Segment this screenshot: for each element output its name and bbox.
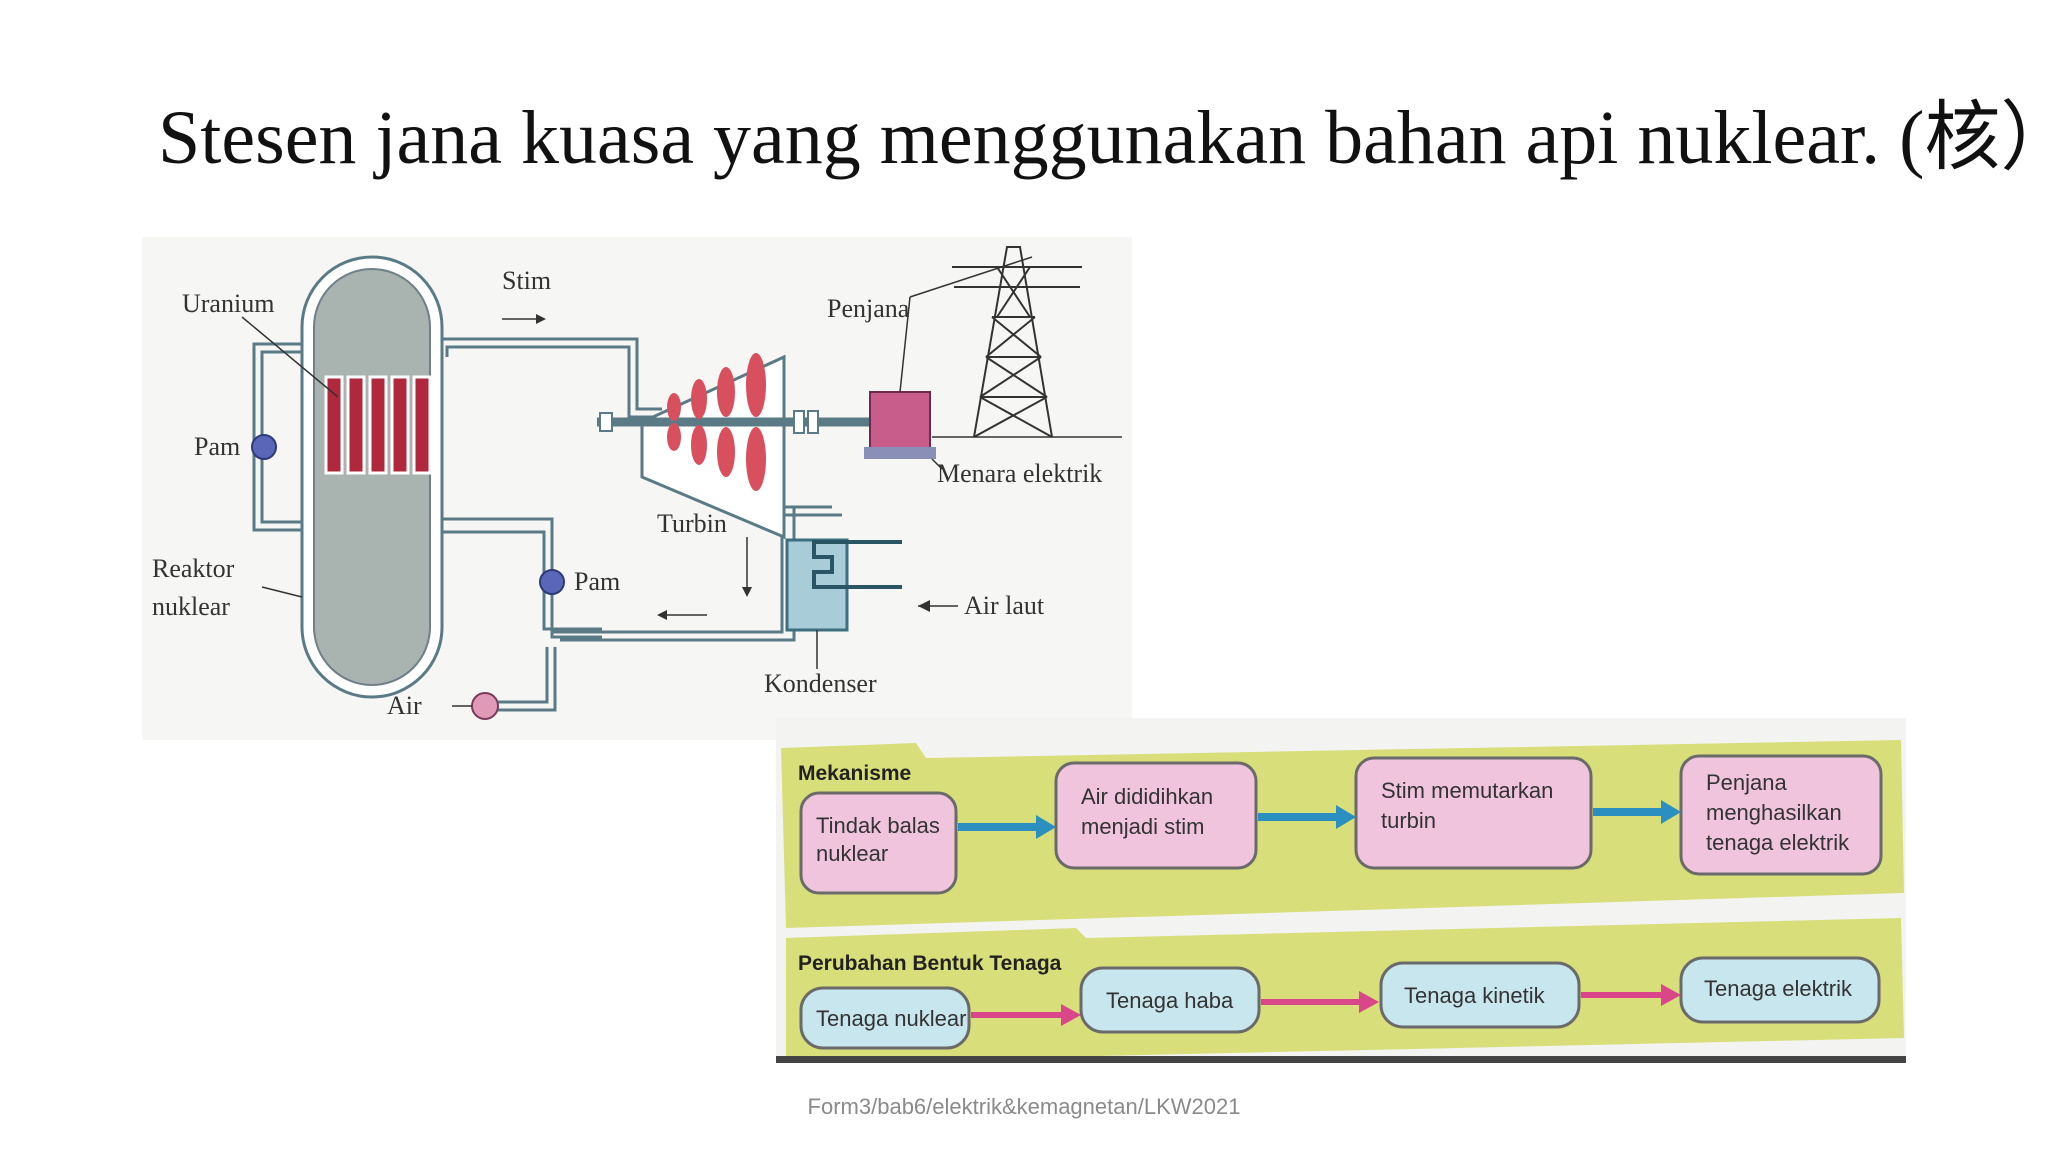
perubahan-box-2 — [1079, 966, 1261, 1034]
feed-water-pipe — [487, 647, 549, 704]
nuclear-plant-drawing: Uranium Stim Penjana Pam Menara elektrik… — [152, 246, 1122, 720]
label-air: Air — [387, 691, 422, 720]
condenser-pipe — [552, 507, 784, 634]
label-kondenser: Kondenser — [764, 669, 877, 698]
mekanisme-title: Mekanisme — [798, 762, 911, 785]
mekanisme-text-4: Penjana menghasilkan tenaga elektrik — [1706, 770, 1850, 855]
perubahan-box-1 — [799, 986, 971, 1050]
perubahan-text-3: Tenaga kinetik — [1404, 983, 1546, 1008]
label-air-laut: Air laut — [964, 591, 1045, 620]
mekanisme-box-3 — [1354, 756, 1593, 870]
pump-icon-left — [251, 434, 277, 460]
label-pam-left: Pam — [194, 432, 240, 461]
label-pam-mid: Pam — [574, 567, 620, 596]
mekanisme-text-3: Stim memutarkan turbin — [1381, 778, 1560, 833]
mekanisme-text-2: Air dididihkan menjadi stim — [1081, 784, 1219, 839]
pump-icon-mid — [539, 569, 565, 595]
perubahan-title: Perubahan Bentuk Tenaga — [798, 952, 1062, 975]
mekanisme-text-1: Tindak balas nuklear — [816, 813, 946, 866]
label-penjana: Penjana — [827, 294, 910, 323]
label-menara-elektrik: Menara elektrik — [937, 459, 1102, 488]
mekanisme-box-2 — [1054, 761, 1258, 870]
slide-title: Stesen jana kuasa yang menggunakan bahan… — [158, 96, 2048, 180]
footer-credit: Form3/bab6/elektrik&kemagnetan/LKW2021 — [807, 1094, 1241, 1119]
turbine-blades — [667, 353, 766, 491]
perubahan-arrows — [971, 984, 1681, 1026]
label-turbin: Turbin — [657, 509, 727, 538]
label-stim: Stim — [502, 266, 551, 295]
mekanisme-box-4 — [1679, 754, 1883, 876]
mekanisme-arrows — [958, 800, 1681, 839]
perubahan-box-3 — [1379, 961, 1581, 1029]
water-pump-icon — [471, 692, 499, 720]
label-uranium: Uranium — [182, 289, 274, 318]
perubahan-band — [786, 918, 1904, 1063]
energy-flow-drawing: Mekanisme Tindak balas nuklear Air didid… — [776, 740, 1906, 1063]
nuclear-plant-diagram: Uranium Stim Penjana Pam Menara elektrik… — [142, 237, 1132, 740]
perubahan-text-1: Tenaga nuklear — [816, 1006, 966, 1031]
generator — [869, 391, 931, 453]
perubahan-text-2: Tenaga haba — [1106, 988, 1234, 1013]
label-nuklear: nuklear — [152, 592, 230, 621]
electric-tower — [952, 246, 1082, 438]
perubahan-box-4 — [1679, 956, 1881, 1024]
uranium-rods — [324, 375, 432, 475]
label-reaktor: Reaktor — [152, 554, 235, 583]
energy-flow-chart: Mekanisme Tindak balas nuklear Air didid… — [776, 718, 1906, 1063]
mekanisme-box-1 — [799, 791, 958, 895]
perubahan-text-4: Tenaga elektrik — [1704, 976, 1853, 1001]
